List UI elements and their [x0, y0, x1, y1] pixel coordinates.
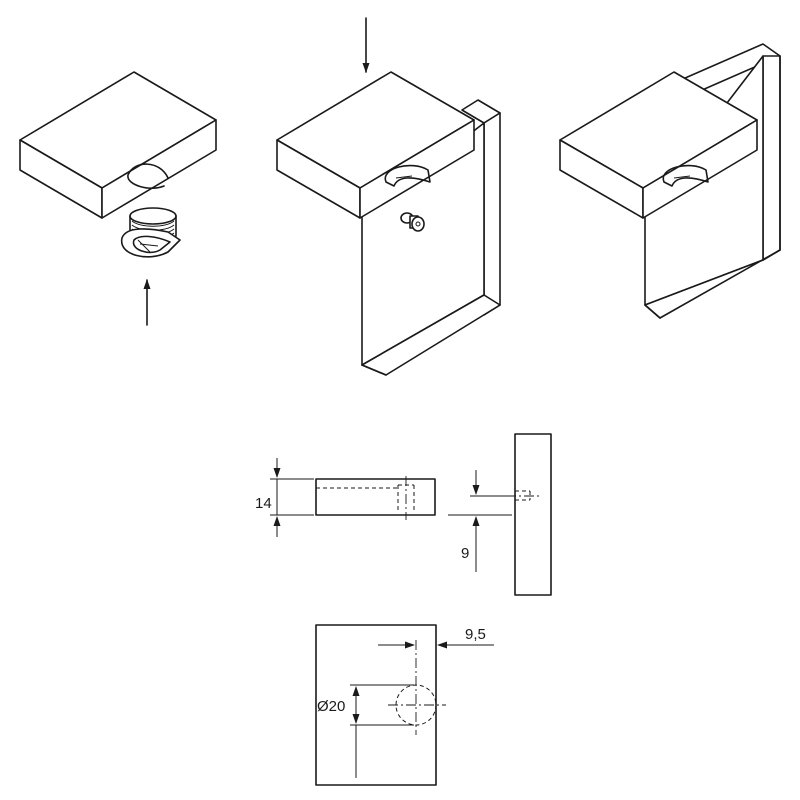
- dimension-diameter: Ø20: [317, 698, 345, 715]
- cam-fitting-part: [121, 207, 181, 258]
- cam-bore-hole: [127, 163, 169, 190]
- connecting-bolt: [400, 212, 425, 232]
- plan-view: 9,5 Ø20: [315, 624, 494, 786]
- end-elevation-view: 9: [448, 433, 552, 596]
- side-panel-section: [514, 433, 552, 596]
- dimension-height: 14: [255, 495, 272, 512]
- cam-in-panel: [384, 164, 431, 187]
- panel-front-face-assembled: [642, 119, 758, 219]
- side-elevation-view: 14: [255, 458, 436, 537]
- step-3-assembled: [559, 43, 781, 319]
- step-2-assemble-panels: [276, 17, 501, 376]
- step-1-insert-cam: [19, 71, 217, 326]
- top-panel-front-face: [359, 119, 475, 219]
- dimension-offset: 9,5: [465, 626, 486, 643]
- panel-edge-section: [315, 478, 436, 516]
- back-panel-edge: [762, 55, 781, 261]
- side-panel-edge: [483, 112, 501, 316]
- dimension-depth: 9: [461, 545, 469, 562]
- panel-front-face: [101, 119, 217, 219]
- cam-assembled: [662, 164, 709, 187]
